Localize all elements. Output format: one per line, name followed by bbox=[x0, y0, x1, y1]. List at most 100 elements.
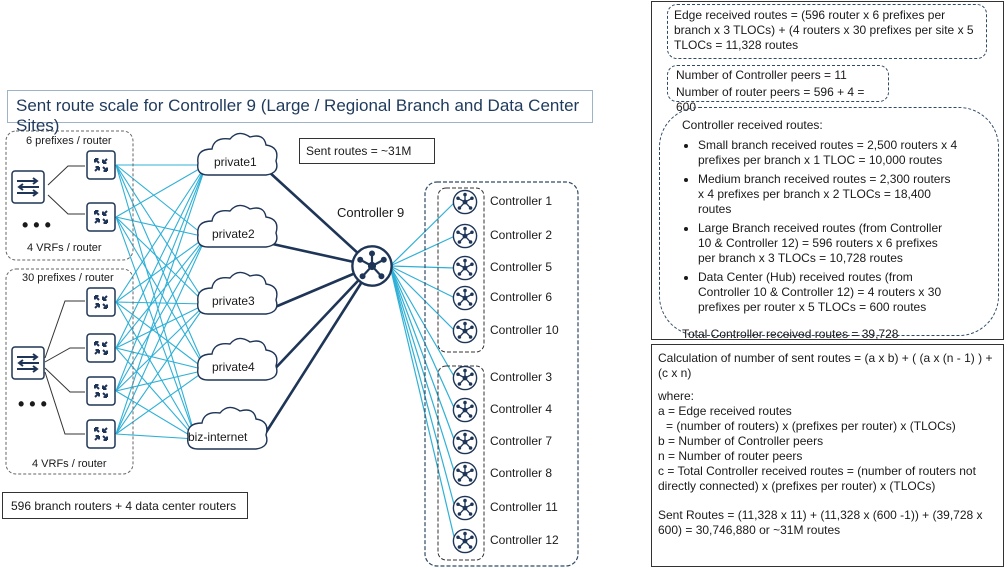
controller-icon bbox=[452, 285, 478, 311]
calc-b: b = Number of Controller peers bbox=[658, 434, 824, 448]
edge-received-text: Edge received routes = (596 router x 6 p… bbox=[674, 8, 974, 52]
switch-icon bbox=[11, 170, 45, 204]
controller-received-item: Large Branch received routes (from Contr… bbox=[698, 221, 958, 266]
controller-icon bbox=[452, 495, 478, 521]
cloud-label-private1: private1 bbox=[214, 155, 257, 169]
controller-received-item: Medium branch received routes = 2,300 ro… bbox=[698, 172, 958, 217]
hub-controller-label: Controller 9 bbox=[337, 205, 405, 220]
transport-trunk-link bbox=[267, 170, 373, 267]
controller-icon bbox=[452, 189, 478, 215]
hub-controller-link bbox=[389, 265, 456, 443]
controller-label: Controller 6 bbox=[490, 290, 553, 304]
controllers-group-2 bbox=[437, 365, 485, 561]
controller-icon bbox=[452, 461, 478, 487]
controller-icon bbox=[452, 429, 478, 455]
branch-transport-link bbox=[115, 164, 207, 218]
branch-transport-link bbox=[115, 216, 207, 238]
edge-received-box: Edge received routes = (596 router x 6 p… bbox=[667, 4, 987, 59]
cloud-icon bbox=[197, 204, 278, 248]
controller-label: Controller 5 bbox=[490, 260, 553, 274]
route-info-panel bbox=[651, 1, 1004, 340]
hub-controller-link bbox=[389, 265, 456, 475]
diagram-title: Sent route scale for Controller 9 (Large… bbox=[7, 90, 593, 135]
controller-label: Controller 2 bbox=[490, 228, 553, 242]
branch-transport-link bbox=[115, 236, 207, 392]
group-bottom-prefixes: 30 prefixes / router bbox=[22, 272, 114, 284]
controller-hub-icon bbox=[351, 245, 393, 287]
branch-transport-link bbox=[115, 236, 207, 303]
controller-received-heading: Controller received routes: bbox=[682, 118, 823, 132]
controller-label: Controller 11 bbox=[490, 500, 558, 514]
cloud-icon bbox=[197, 337, 278, 381]
hub-controller-link bbox=[389, 265, 456, 379]
controller-label: Controller 7 bbox=[490, 434, 553, 448]
branch-transport-link bbox=[115, 164, 207, 435]
group-top-prefixes: 6 prefixes / router bbox=[26, 135, 112, 147]
switch-icon bbox=[11, 346, 45, 380]
router-icon bbox=[86, 287, 116, 317]
hub-controller-link bbox=[389, 235, 456, 267]
group-bottom-vrfs: 4 VRFs / router bbox=[32, 458, 107, 470]
branch-transport-link bbox=[115, 301, 197, 440]
branch-transport-link bbox=[115, 301, 207, 305]
controller-received-total: Total Controller received routes = 39,72… bbox=[682, 327, 899, 341]
hub-controller-link bbox=[389, 265, 456, 269]
controller-label: Controller 10 bbox=[490, 323, 559, 337]
calc-a-detail: = (number of routers) x (prefixes per ro… bbox=[666, 419, 956, 433]
controller-icon bbox=[452, 528, 478, 554]
branch-transport-link bbox=[115, 164, 197, 440]
peers-box: Number of Controller peers = 11 Number o… bbox=[667, 65, 889, 114]
router-icon bbox=[86, 376, 116, 406]
calc-where: where: bbox=[658, 389, 695, 403]
router-icon bbox=[86, 150, 116, 180]
controller-received-item: Data Center (Hub) received routes (from … bbox=[698, 270, 958, 315]
branch-transport-link bbox=[115, 303, 207, 392]
controllers-group-1 bbox=[437, 187, 485, 353]
branch-transport-link bbox=[115, 216, 207, 371]
hub-controller-link bbox=[389, 201, 456, 267]
controller-label: Controller 3 bbox=[490, 370, 553, 384]
controller-label: Controller 1 bbox=[490, 194, 553, 208]
controller-icon bbox=[452, 365, 478, 391]
hub-controller-link bbox=[389, 265, 456, 509]
cloud-label-private2: private2 bbox=[212, 227, 255, 241]
svg-text:• • •: • • • bbox=[22, 215, 51, 235]
branch-transport-link bbox=[115, 236, 207, 349]
branch-group-datacenter bbox=[5, 268, 134, 475]
controller-received-list: Small branch received routes = 2,500 rou… bbox=[680, 138, 958, 315]
group-top-vrfs: 4 VRFs / router bbox=[27, 242, 102, 254]
branch-transport-link bbox=[115, 303, 207, 435]
branch-transport-link bbox=[115, 216, 207, 305]
calc-formula: Calculation of number of sent routes = (… bbox=[658, 351, 993, 380]
cloud-icon bbox=[187, 406, 268, 450]
branch-transport-link bbox=[115, 347, 197, 440]
hub-controller-link bbox=[389, 265, 456, 332]
controllers-outer-group bbox=[424, 181, 579, 567]
cloud-label-biz-internet: biz-internet bbox=[188, 430, 248, 444]
branch-group-large bbox=[5, 130, 134, 261]
controller-icon bbox=[452, 397, 478, 423]
branch-transport-link bbox=[115, 433, 197, 440]
controller-peers-text: Number of Controller peers = 11 bbox=[676, 68, 847, 82]
router-icon bbox=[86, 202, 116, 232]
calc-a: a = Edge received routes bbox=[658, 404, 792, 418]
branch-transport-link bbox=[115, 390, 197, 440]
controller-received-box: Controller received routes: Small branch… bbox=[659, 107, 999, 341]
router-icon bbox=[86, 333, 116, 363]
controller-label: Controller 8 bbox=[490, 466, 553, 480]
controller-icon bbox=[452, 318, 478, 344]
transport-trunk-link bbox=[256, 265, 374, 446]
transport-trunk-link bbox=[267, 265, 373, 377]
svg-text:• • •: • • • bbox=[18, 394, 47, 414]
calc-c: c = Total Controller received routes = (… bbox=[658, 464, 976, 493]
branch-transport-link bbox=[115, 164, 207, 371]
router-icon bbox=[86, 419, 116, 449]
controller-label: Controller 12 bbox=[490, 533, 559, 547]
branch-transport-link bbox=[115, 369, 207, 435]
branch-transport-link bbox=[115, 164, 207, 349]
branch-transport-link bbox=[115, 347, 207, 371]
branch-transport-link bbox=[115, 303, 207, 349]
branch-count-label: 596 branch routers + 4 data center route… bbox=[2, 492, 248, 519]
branch-transport-link bbox=[115, 164, 207, 238]
